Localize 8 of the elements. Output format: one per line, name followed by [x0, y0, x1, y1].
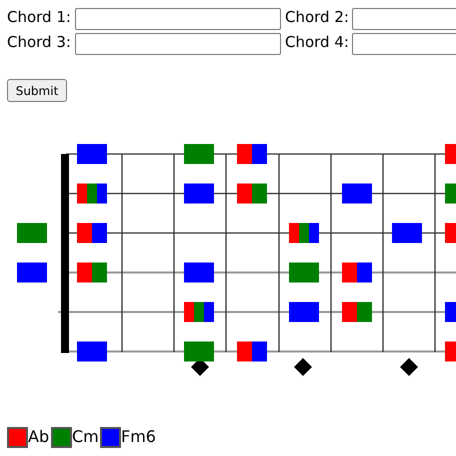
legend-label: Fm6 [121, 427, 156, 447]
field-label: Chord 4: [285, 33, 349, 51]
field-label: Chord 1: [7, 8, 71, 26]
legend-label: Cm [72, 427, 99, 447]
field-label: Chord 2: [285, 8, 349, 26]
field-label: Chord 3: [7, 33, 71, 51]
legend-label: Ab [28, 427, 50, 447]
submit-button: Submit [7, 79, 67, 102]
